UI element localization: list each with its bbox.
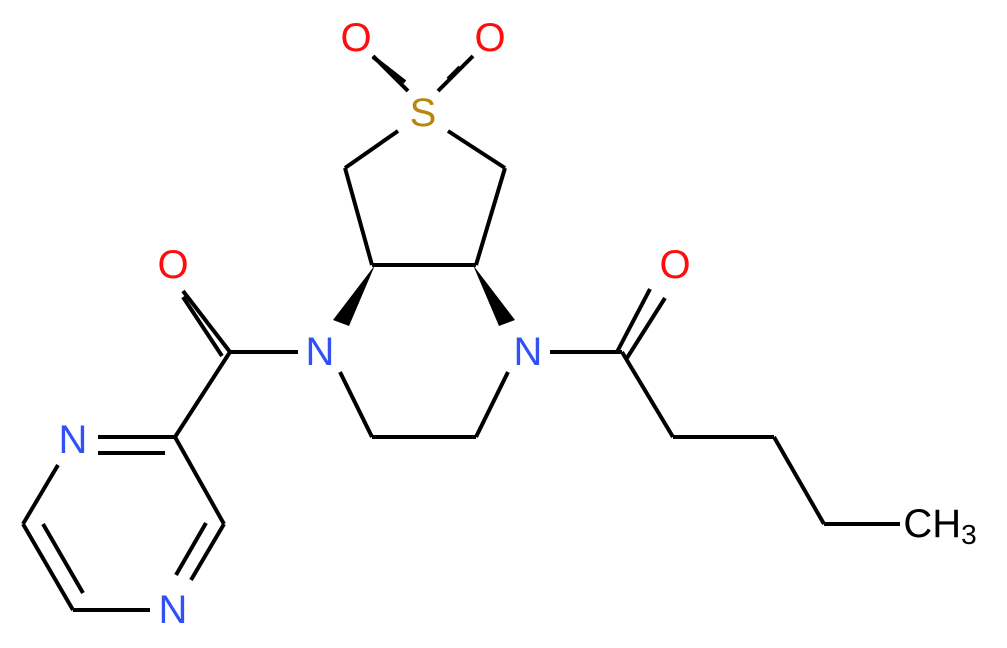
sulfonyl-double-bonds bbox=[371, 55, 407, 84]
pyrazine-ring-bonds bbox=[21, 435, 226, 612]
methyl-ch: CH bbox=[903, 502, 961, 546]
sulfonyl-oxygen-left: O bbox=[340, 16, 371, 60]
thiolane-ring-bonds bbox=[343, 129, 507, 267]
ring-nitrogen-right: N bbox=[514, 330, 543, 374]
stereo-wedges bbox=[333, 265, 515, 326]
pyrazine-nitrogen-bottom: N bbox=[159, 588, 188, 632]
sulfur-atom: S bbox=[410, 91, 437, 135]
carbonyl-oxygen-left: O bbox=[157, 243, 188, 287]
pyrazine-nitrogen-top: N bbox=[59, 418, 88, 462]
right-amide-bonds bbox=[550, 288, 900, 526]
carbonyl-oxygen-right: O bbox=[659, 243, 690, 287]
sulfonyl-bonds bbox=[371, 54, 475, 93]
methyl-subscript: 3 bbox=[961, 519, 977, 550]
sulfonyl-oxygen-right: O bbox=[474, 16, 505, 60]
piperazine-ring-bonds bbox=[338, 371, 510, 439]
methyl-group-label: CH3 bbox=[903, 502, 976, 550]
left-amide-bonds bbox=[173, 289, 298, 439]
ring-nitrogen-left: N bbox=[306, 330, 335, 374]
